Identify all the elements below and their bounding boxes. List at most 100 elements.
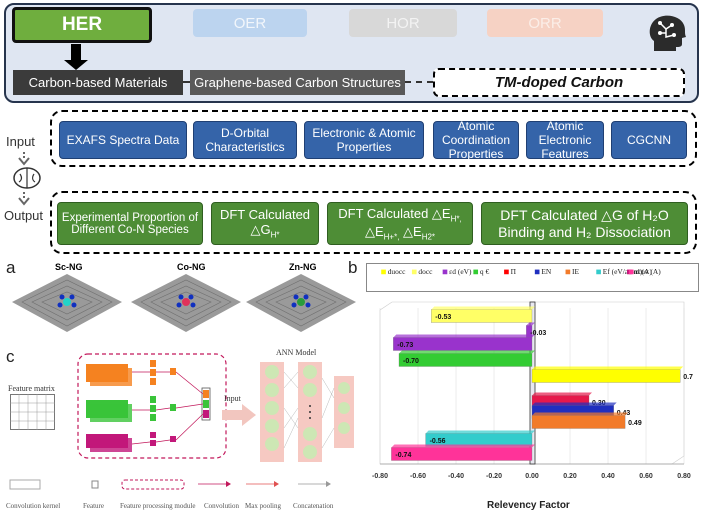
legend-swatch <box>473 269 479 275</box>
delta-g-label: △G <box>250 222 271 238</box>
input-exafs[interactable]: EXAFS Spectra Data <box>59 121 187 159</box>
x-tick-label: -0.80 <box>372 473 388 480</box>
legend-entry: q € <box>480 267 490 276</box>
legend-entry: Ef (eV/atom) <box>603 267 643 276</box>
eh-symbol-2: △E <box>364 223 384 239</box>
graphene-structures-chip: Graphene-based Carbon Structures <box>190 70 405 95</box>
x-tick-label: -0.20 <box>486 473 502 480</box>
x-tick-label: -0.60 <box>410 473 426 480</box>
bar-top-face <box>532 412 629 416</box>
eh-subscript-2: H+*, <box>383 232 400 242</box>
bar-top-face <box>532 366 684 370</box>
feature-matrix-grid <box>10 394 55 430</box>
diagram-c-legend <box>9 479 331 490</box>
connector-dash <box>183 81 191 83</box>
legend-swatch <box>596 269 601 275</box>
bar-value-label: 0.49 <box>628 420 642 427</box>
tab-orr[interactable]: ORR <box>487 9 603 37</box>
molecule-co-ng <box>131 274 241 332</box>
output-dft-gh-title: DFT Calculated <box>219 207 311 223</box>
legend-entry: rd (A) <box>634 267 653 276</box>
input-label: Input <box>6 134 35 149</box>
output-label: Output <box>4 208 44 223</box>
carbon-materials-chip: Carbon-based Materials <box>13 70 183 95</box>
bar-value-label: -0.03 <box>530 330 546 337</box>
legend-entry: IE <box>572 267 579 276</box>
input-atomic-electronic[interactable]: Atomic Electronic Features <box>526 119 604 161</box>
output-row <box>50 191 697 254</box>
legend-swatch <box>381 269 386 275</box>
input-row <box>50 110 697 167</box>
molecule-label-zn: Zn-NG <box>289 262 317 272</box>
tab-hor[interactable]: HOR <box>349 9 457 37</box>
bar-value-label: -0.56 <box>430 438 446 445</box>
input-arrow-icon <box>222 404 256 426</box>
output-dft-gh[interactable]: DFT Calculated △GH* <box>211 202 319 245</box>
bar <box>531 369 681 383</box>
panel-label-a: a <box>6 258 16 277</box>
x-tick-label: 0.00 <box>525 473 539 480</box>
output-dft-eh-line1: DFT Calculated △EH*, <box>338 206 461 224</box>
output-dft-eh[interactable]: DFT Calculated △EH*, △EH+*, △EH2* <box>327 202 473 245</box>
bar-value-label: -0.70 <box>403 358 419 365</box>
x-axis-title: Relevency Factor <box>487 500 570 511</box>
molecule-label-sc: Sc-NG <box>55 262 83 272</box>
down-arrow-shaft <box>71 44 81 62</box>
bar-value-label: -0.53 <box>435 314 451 321</box>
down-arrow-icon <box>64 60 88 70</box>
output-dft-gh-symbol: △GH* <box>251 222 280 240</box>
legend-convolution: Convolution <box>204 502 240 510</box>
output-dft-eh-title: DFT Calculated △E <box>338 205 451 221</box>
output-experimental[interactable]: Experimental Proportion of Different Co-… <box>57 202 203 245</box>
legend-swatch <box>442 269 448 275</box>
legend-convolution-kernel: Convolution kernel <box>6 502 61 510</box>
input-arrow-label: Input <box>224 394 241 403</box>
legend-feature: Feature <box>83 502 104 510</box>
x-tick-label: -0.40 <box>448 473 464 480</box>
x-tick-label: 0.40 <box>601 473 615 480</box>
feature-matrix-label: Feature matrix <box>8 384 55 393</box>
output-h2o-line2: Binding and H₂ Dissociation <box>498 224 671 240</box>
bar-top-face <box>399 350 535 354</box>
output-dft-eh-line2: △EH+*, △EH2* <box>365 224 435 242</box>
bar-top-face <box>431 306 535 310</box>
eh-symbol-3: △E <box>399 223 422 239</box>
legend-swatch <box>504 269 509 275</box>
input-atomic-coordination[interactable]: Atomic Coordination Properties <box>433 119 519 161</box>
tab-her[interactable]: HER <box>12 7 152 43</box>
legend-entry: EN <box>541 267 552 276</box>
legend-entry: Π <box>511 267 517 276</box>
legend-max-pooling: Max pooling <box>245 502 281 510</box>
brain-head-icon <box>649 15 686 51</box>
output-dft-h2o[interactable]: DFT Calculated △G of H₂O Binding and H₂ … <box>481 202 688 245</box>
ann-model-label: ANN Model <box>276 348 317 357</box>
bar-value-label: -0.74 <box>395 452 411 459</box>
bar-value-label: 0.7 <box>683 374 693 381</box>
ann-model-diagram <box>260 362 354 462</box>
bar <box>531 415 626 429</box>
delta-g-subscript: H* <box>270 230 280 240</box>
legend-swatch <box>534 269 540 275</box>
input-d-orbital[interactable]: D-Orbital Characteristics <box>193 121 297 159</box>
molecule-zn-ng <box>246 274 356 332</box>
bar-top-face <box>393 334 535 338</box>
zero-axis-pillar <box>529 301 536 465</box>
bar-top-face <box>526 322 535 326</box>
bar-top-face <box>532 392 592 396</box>
legend-entry: duocc <box>388 267 406 276</box>
tm-doped-carbon-box: TM-doped Carbon <box>433 68 685 97</box>
panel-label-c: c <box>6 347 15 366</box>
brain-icon <box>13 152 41 206</box>
feature-processing-module <box>77 353 227 459</box>
input-cgcnn[interactable]: CGCNN <box>611 121 687 159</box>
legend-swatch <box>411 269 417 275</box>
panel-label-b: b <box>348 258 358 277</box>
legend-entry: εd (eV) <box>449 267 472 276</box>
tab-oer[interactable]: OER <box>193 9 307 37</box>
bar-value-label: -0.73 <box>397 342 413 349</box>
legend-feature-processing-module: Feature processing module <box>120 502 196 510</box>
x-tick-label: 0.60 <box>639 473 653 480</box>
input-electronic-atomic[interactable]: Electronic & Atomic Properties <box>304 121 424 159</box>
